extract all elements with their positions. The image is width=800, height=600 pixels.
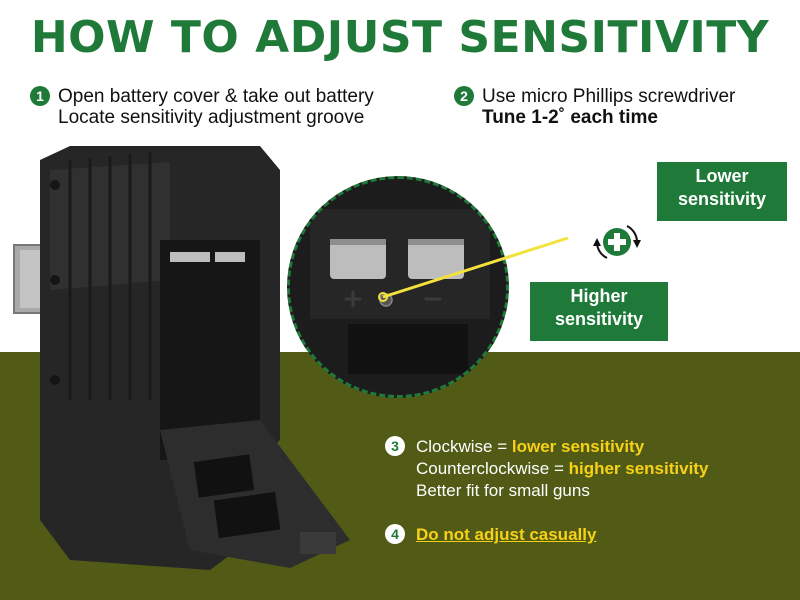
step-2-line-2: Tune 1-2˚ each time xyxy=(482,107,658,128)
lower-label-line-2: sensitivity xyxy=(677,189,767,209)
higher-label-line-2: sensitivity xyxy=(554,309,644,329)
lower-label-line-1: Lower xyxy=(695,166,749,186)
step-4-warning-text: Do not adjust casually xyxy=(416,525,597,544)
plus-circle-icon xyxy=(593,225,641,259)
clockwise-text: Clockwise = xyxy=(416,437,512,456)
step-3-line-2: Counterclockwise = higher sensitivity xyxy=(416,458,708,480)
page-title: HOW TO ADJUST SENSITIVITY xyxy=(30,12,770,63)
step-4-number-badge: 4 xyxy=(385,524,405,544)
step-2-number-badge: 2 xyxy=(454,86,474,106)
higher-sensitivity-label: Higher sensitivity xyxy=(530,282,668,341)
higher-sensitivity-highlight: higher sensitivity xyxy=(568,459,709,478)
step-2-text: Use micro Phillips screwdriver Tune 1-2˚… xyxy=(482,86,735,128)
step-3-text: Clockwise = lower sensitivity Counterclo… xyxy=(416,436,708,502)
step-1-line-1: Open battery cover & take out battery xyxy=(58,86,374,107)
svg-text:+: + xyxy=(342,284,364,314)
step-2-line-1: Use micro Phillips screwdriver xyxy=(482,86,736,107)
step-1-number-badge: 1 xyxy=(30,86,50,106)
step-3-line-1: Clockwise = lower sensitivity xyxy=(416,436,708,458)
step-3-number-badge: 3 xyxy=(385,436,405,456)
zoomed-adjustment-groove: + − xyxy=(287,176,509,398)
step-1-text: Open battery cover & take out battery Lo… xyxy=(58,86,374,128)
higher-label-line-1: Higher xyxy=(570,286,628,306)
zoomed-compartment-illustration: + − xyxy=(290,179,506,395)
svg-text:−: − xyxy=(422,284,444,314)
laser-device-illustration xyxy=(13,146,350,570)
step-1-line-2: Locate sensitivity adjustment groove xyxy=(58,107,365,128)
lower-sensitivity-label: Lower sensitivity xyxy=(657,162,787,221)
step-3-line-3: Better fit for small guns xyxy=(416,481,590,500)
lower-sensitivity-highlight: lower sensitivity xyxy=(511,437,645,456)
counterclockwise-text: Counterclockwise = xyxy=(416,459,569,478)
